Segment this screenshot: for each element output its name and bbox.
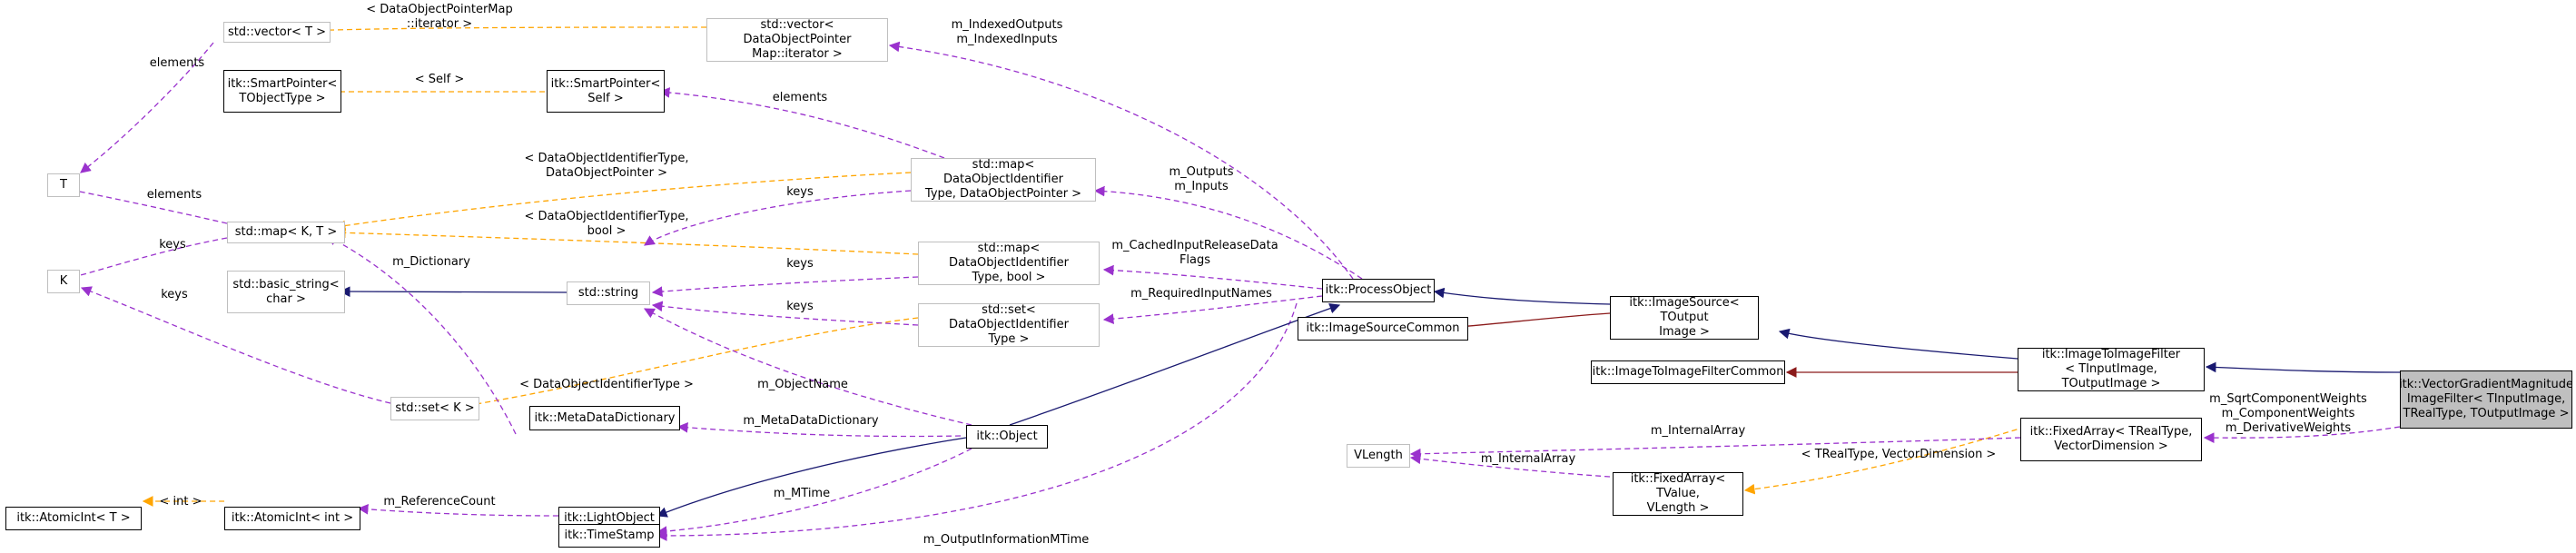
edge-inherit-i2ifilter bbox=[1778, 328, 2018, 360]
node-std-map-dop[interactable]: std::map< DataObjectIdentifier Type, Dat… bbox=[911, 158, 1096, 202]
edge-dop-iterator bbox=[240, 26, 707, 39]
node-vlength[interactable]: VLength bbox=[1347, 444, 1410, 468]
label-mtime: m_MTime bbox=[773, 487, 831, 500]
label-keys-set-doi: keys bbox=[786, 300, 814, 313]
label-internal-array-2: m_InternalArray bbox=[1480, 452, 1576, 466]
label-outputs-inputs: m_Outputs m_Inputs bbox=[1169, 165, 1234, 193]
label-cached: m_CachedInputReleaseData Flags bbox=[1111, 239, 1278, 267]
edge-indexed bbox=[888, 41, 1354, 280]
edge-doi-bool bbox=[334, 227, 919, 255]
label-internal-array-1: m_InternalArray bbox=[1650, 424, 1746, 438]
edge-weights bbox=[2203, 426, 2401, 443]
node-imagesourcecommon[interactable]: itk::ImageSourceCommon bbox=[1298, 317, 1468, 341]
label-elements-smartptr: elements bbox=[772, 91, 828, 104]
edge-inherit-vgm bbox=[2205, 361, 2401, 373]
label-referencecount: m_ReferenceCount bbox=[383, 495, 496, 509]
label-treal-vecdim: < TRealType, VectorDimension > bbox=[1801, 448, 1997, 461]
edge-keys-K bbox=[65, 237, 228, 282]
node-processobject[interactable]: itk::ProcessObject bbox=[1322, 279, 1435, 302]
edge-outputs-inputs bbox=[1093, 185, 1363, 280]
node-smartpointer-tobjecttype[interactable]: itk::SmartPointer< TObjectType > bbox=[223, 70, 341, 113]
node-metadatadictionary[interactable]: itk::MetaDataDictionary bbox=[529, 406, 680, 430]
label-objectname: m_ObjectName bbox=[757, 378, 848, 391]
edge-mtime bbox=[656, 448, 972, 537]
edge-inherit-object bbox=[656, 437, 967, 518]
edge-elements-smartptr bbox=[658, 87, 945, 159]
node-atomicint-t[interactable]: itk::AtomicInt< T > bbox=[5, 507, 142, 530]
node-timestamp[interactable]: itk::TimeStamp bbox=[558, 524, 660, 548]
node-std-string[interactable]: std::string bbox=[567, 281, 650, 305]
label-keys-map-bool: keys bbox=[786, 257, 814, 271]
edge-dictionary bbox=[325, 235, 517, 435]
node-std-basic-string[interactable]: std::basic_string< char > bbox=[227, 271, 345, 313]
label-doi-bool: < DataObjectIdentifierType, bool > bbox=[524, 210, 689, 238]
label-indexed: m_IndexedOutputs m_IndexedInputs bbox=[951, 18, 1063, 46]
label-doi-type: < DataObjectIdentifierType > bbox=[519, 378, 694, 391]
node-std-map-bool[interactable]: std::map< DataObjectIdentifier Type, boo… bbox=[918, 242, 1100, 285]
node-k[interactable]: K bbox=[47, 270, 80, 293]
label-doi-dop: < DataObjectIdentifierType, DataObjectPo… bbox=[524, 152, 689, 180]
edge-cached bbox=[1102, 264, 1323, 290]
label-keys-map-dop: keys bbox=[786, 185, 814, 199]
edge-keys-set-doi bbox=[651, 301, 919, 326]
node-t[interactable]: T bbox=[47, 173, 80, 197]
edge-elements-map bbox=[59, 184, 228, 224]
node-vectorgradientmagnitudeimagefilter[interactable]: itk::VectorGradientMagnitude ImageFilter… bbox=[2400, 370, 2572, 429]
node-std-set-k[interactable]: std::set< K > bbox=[390, 397, 479, 420]
label-int: < int > bbox=[159, 495, 202, 509]
node-object[interactable]: itk::Object bbox=[966, 425, 1048, 449]
label-outputinfo: m_OutputInformationMTime bbox=[923, 533, 1090, 547]
label-dop-iterator: < DataObjectPointerMap ::iterator > bbox=[366, 3, 513, 31]
edge-internal-array-2 bbox=[1409, 453, 1611, 478]
label-self: < Self > bbox=[414, 73, 465, 86]
edge-keys-map-bool bbox=[651, 276, 919, 297]
label-keys-set-k: keys bbox=[161, 288, 188, 301]
edge-keys-set-k bbox=[80, 286, 391, 404]
node-atomicint-int[interactable]: itk::AtomicInt< int > bbox=[224, 507, 360, 530]
node-std-set-doi[interactable]: std::set< DataObjectIdentifier Type > bbox=[918, 303, 1100, 347]
label-elements-vector: elements bbox=[149, 56, 205, 70]
edge-inherit-string bbox=[339, 286, 568, 298]
node-fixedarray-tvalue[interactable]: itk::FixedArray< TValue, VLength > bbox=[1613, 472, 1743, 516]
label-dictionary: m_Dictionary bbox=[392, 255, 470, 269]
edge-doi-type bbox=[458, 317, 919, 411]
node-imagetoimagefiltercommon[interactable]: itk::ImageToImageFilterCommon bbox=[1591, 360, 1785, 384]
edge-referencecount bbox=[357, 503, 559, 517]
edge-doi-dop bbox=[334, 172, 912, 232]
node-imagesource[interactable]: itk::ImageSource< TOutput Image > bbox=[1610, 296, 1759, 340]
label-weights: m_SqrtComponentWeights m_ComponentWeight… bbox=[2209, 392, 2367, 435]
node-imagetoimagefilter[interactable]: itk::ImageToImageFilter < TInputImage, T… bbox=[2018, 348, 2205, 391]
label-keys-k: keys bbox=[159, 238, 186, 252]
edge-metadatadictionary bbox=[676, 421, 962, 438]
node-fixedarray-treal[interactable]: itk::FixedArray< TRealType, VectorDimens… bbox=[2020, 418, 2202, 461]
node-std-vector-dop-iterator[interactable]: std::vector< DataObjectPointer Map::iter… bbox=[706, 18, 888, 62]
label-required: m_RequiredInputNames bbox=[1130, 287, 1272, 301]
edge-inherit-imagesource bbox=[1433, 287, 1611, 305]
edge-keys-map-dop bbox=[644, 190, 912, 246]
label-metadatadictionary: m_MetaDataDictionary bbox=[743, 414, 879, 428]
node-std-map-kt[interactable]: std::map< K, T > bbox=[227, 222, 345, 243]
edge-treal-vecdim bbox=[1743, 426, 2027, 495]
edge-objectname bbox=[643, 308, 972, 426]
label-elements-map: elements bbox=[146, 188, 202, 202]
node-smartpointer-self[interactable]: itk::SmartPointer< Self > bbox=[547, 70, 665, 113]
node-std-vector-t[interactable]: std::vector< T > bbox=[223, 22, 331, 43]
edge-outputinfo bbox=[656, 302, 1298, 541]
edge-elements-vector bbox=[80, 42, 214, 173]
edge-required bbox=[1102, 295, 1323, 324]
